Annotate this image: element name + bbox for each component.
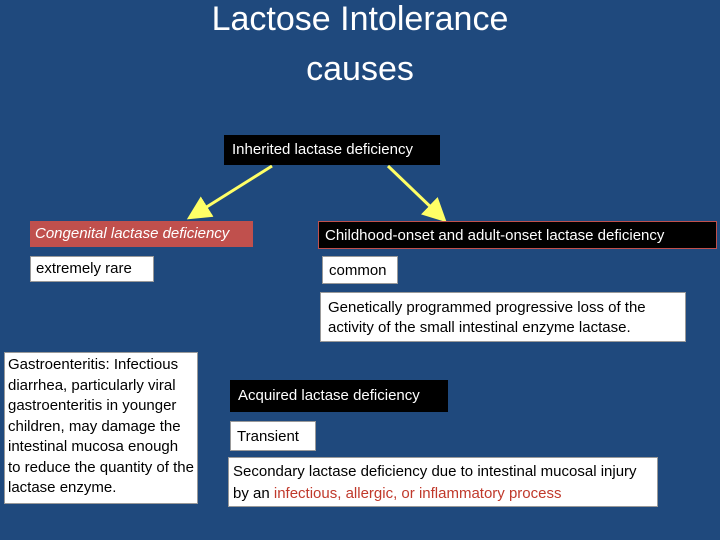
secondary-box: Secondary lactase deficiency due to inte… [228, 457, 658, 507]
transient-box: Transient [230, 421, 316, 451]
arrow-to-childhood [386, 164, 447, 223]
childhood-label: Childhood-onset and adult-onset lactase … [325, 227, 665, 244]
childhood-box: Childhood-onset and adult-onset lactase … [318, 221, 717, 249]
title-line-2: causes [306, 50, 414, 88]
congenital-box: Congenital lactase deficiency [30, 221, 253, 247]
childhood-description-box: Genetically programmed progressive loss … [320, 292, 686, 342]
congenital-label: Congenital lactase deficiency [35, 225, 230, 242]
gastroenteritis-text: Gastroenteritis: Infectious diarrhea, pa… [8, 356, 194, 496]
arrow-to-congenital [186, 164, 273, 220]
acquired-label: Acquired lactase deficiency [238, 387, 420, 404]
childhood-description: Genetically programmed progressive loss … [328, 299, 646, 336]
childhood-frequency-box: common [322, 256, 398, 284]
inherited-label: Inherited lactase deficiency [232, 141, 413, 158]
transient-label: Transient [237, 428, 299, 445]
inherited-box: Inherited lactase deficiency [224, 135, 440, 165]
acquired-box: Acquired lactase deficiency [230, 380, 448, 412]
secondary-highlight: infectious, allergic, or inflammatory pr… [273, 485, 562, 502]
title-line-1: Lactose Intolerance [211, 0, 509, 38]
childhood-frequency: common [329, 262, 387, 279]
gastroenteritis-box: Gastroenteritis: Infectious diarrhea, pa… [4, 352, 198, 504]
secondary-text: Secondary lactase deficiency due to inte… [233, 463, 637, 502]
congenital-frequency-box: extremely rare [30, 256, 154, 282]
congenital-frequency: extremely rare [36, 260, 132, 277]
